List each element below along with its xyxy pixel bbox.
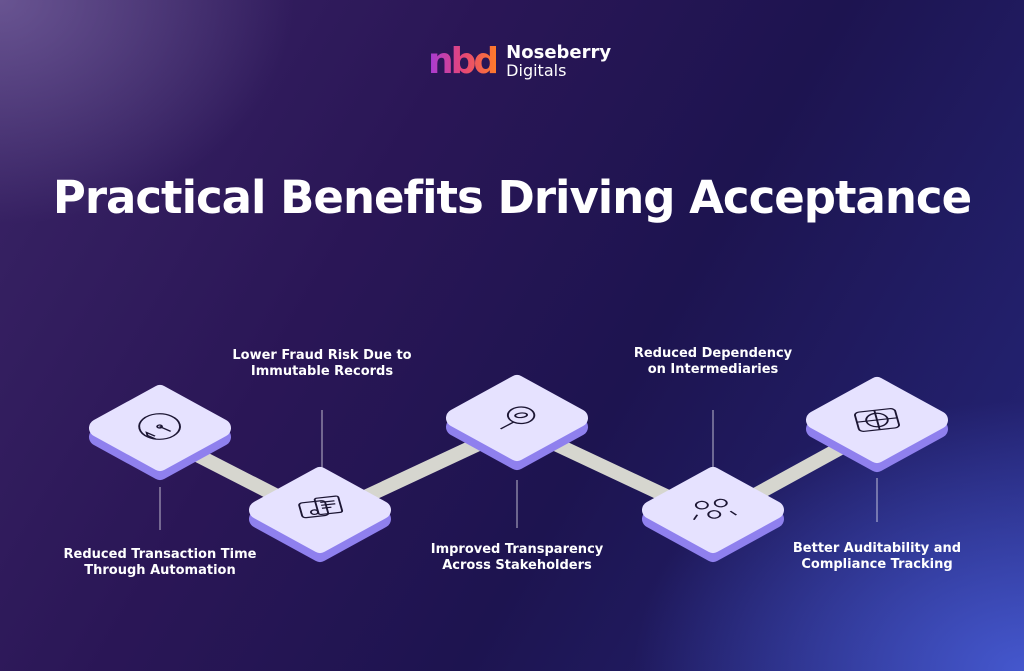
step-label-5: Better Auditability and Compliance Track…: [792, 541, 962, 572]
step-label-4: Reduced Dependency on Intermediaries: [633, 346, 793, 377]
magnifier-eye-icon: [499, 406, 536, 430]
tile-top: [446, 375, 588, 461]
step-tile-4: [642, 467, 784, 562]
step-label-2: Lower Fraud Risk Due to Immutable Record…: [232, 348, 412, 379]
step-tile-3: [446, 375, 588, 470]
tile-top: [249, 467, 391, 553]
logo-sub: Digitals: [506, 61, 567, 81]
tile-top: [642, 467, 784, 553]
step-label-1: Reduced Transaction Time Through Automat…: [63, 547, 257, 578]
network-people-icon: [692, 498, 738, 520]
logo: nbd Noseberry Digitals: [428, 41, 612, 82]
document-folder-icon: [298, 495, 344, 519]
step-tile-2: [249, 467, 391, 562]
step-label-3: Improved Transparency Across Stakeholder…: [430, 542, 604, 573]
target-audit-icon: [854, 408, 900, 432]
step-tile-1: [89, 385, 231, 480]
step-tile-5: [806, 377, 948, 472]
clock-arrow-icon: [138, 413, 181, 440]
logo-mark: nbd: [428, 41, 499, 82]
logo-name: Noseberry: [506, 42, 612, 64]
page-title: Practical Benefits Driving Acceptance: [52, 171, 972, 224]
